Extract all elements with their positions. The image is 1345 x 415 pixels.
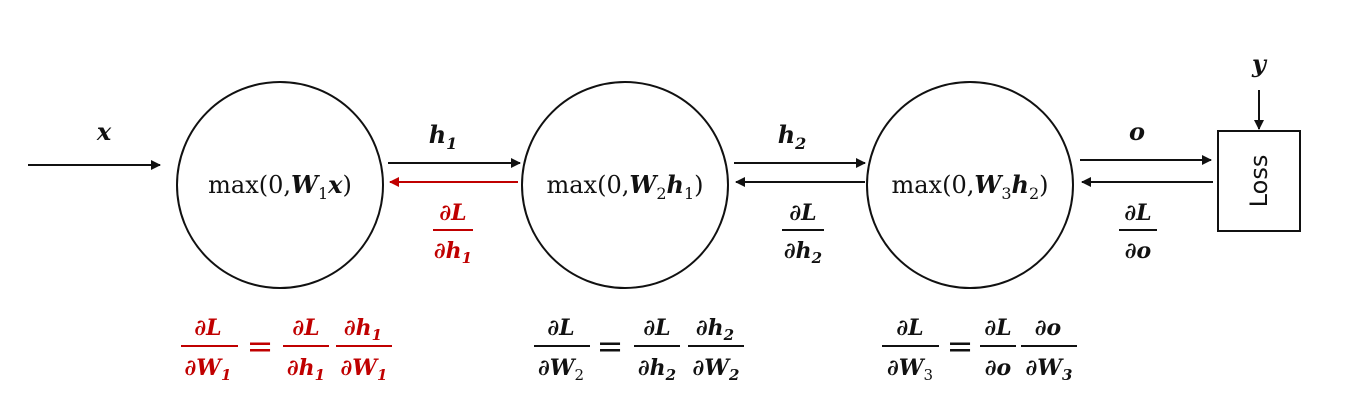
forward-label-h1: h1: [429, 120, 458, 153]
svg-text:∂W1: ∂W1: [341, 355, 388, 384]
loss-box: [1217, 130, 1301, 232]
svg-text:∂W1: ∂W1: [185, 355, 232, 384]
svg-text:=: =: [597, 327, 624, 365]
svg-text:∂L: ∂L: [547, 315, 574, 341]
neuron-1-formula: max(0,W1x): [208, 170, 352, 203]
svg-text:∂L: ∂L: [194, 315, 221, 341]
svg-text:∂h1: ∂h1: [344, 315, 382, 344]
svg-text:∂W3: ∂W3: [887, 355, 933, 384]
forward-label-h2: h2: [778, 120, 807, 153]
neuron-2-formula: max(0,W2h1): [546, 170, 703, 203]
svg-text:∂L: ∂L: [789, 200, 816, 226]
svg-text:∂h2: ∂h2: [696, 315, 734, 344]
svg-text:∂L: ∂L: [292, 315, 319, 341]
svg-text:∂h2: ∂h2: [784, 238, 822, 267]
svg-text:∂W2: ∂W2: [693, 355, 740, 384]
svg-text:∂L: ∂L: [984, 315, 1011, 341]
chain-rule-equation-w2: ∂L ∂W2 = ∂L ∂h2 ∂h2 ∂W2: [534, 315, 744, 384]
neuron-3-formula: max(0,W3h2): [891, 170, 1048, 203]
input-label: x: [96, 117, 112, 146]
svg-text:∂L: ∂L: [439, 200, 466, 226]
svg-text:∂h1: ∂h1: [434, 238, 472, 267]
svg-text:∂h2: ∂h2: [638, 355, 676, 384]
forward-label-o: o: [1129, 117, 1145, 146]
svg-text:=: =: [947, 327, 974, 365]
svg-text:∂L: ∂L: [1124, 200, 1151, 226]
neuron-3: [866, 81, 1074, 289]
svg-text:∂h1: ∂h1: [287, 355, 325, 384]
svg-text:∂o: ∂o: [1125, 238, 1151, 264]
chain-rule-equation-w1: ∂L ∂W1 = ∂L ∂h1 ∂h1 ∂W1: [181, 315, 392, 384]
svg-text:∂L: ∂L: [643, 315, 670, 341]
gradient-label-dh1: ∂L ∂h1: [433, 200, 473, 267]
svg-text:∂o: ∂o: [985, 355, 1011, 381]
chain-rule-equation-w3: ∂L ∂W3 = ∂L ∂o ∂o ∂W3: [882, 315, 1077, 384]
svg-text:∂L: ∂L: [896, 315, 923, 341]
gradient-label-dh2: ∂L ∂h2: [782, 200, 824, 267]
svg-text:∂W3: ∂W3: [1026, 355, 1073, 384]
svg-text:∂o: ∂o: [1035, 315, 1061, 341]
neuron-1: [176, 81, 384, 289]
gradient-label-do: ∂L ∂o: [1119, 200, 1157, 264]
neuron-2: [521, 81, 729, 289]
svg-text:∂W2: ∂W2: [538, 355, 584, 384]
loss-label: Loss: [1245, 155, 1273, 208]
target-label: y: [1251, 49, 1268, 78]
svg-text:=: =: [247, 327, 274, 365]
